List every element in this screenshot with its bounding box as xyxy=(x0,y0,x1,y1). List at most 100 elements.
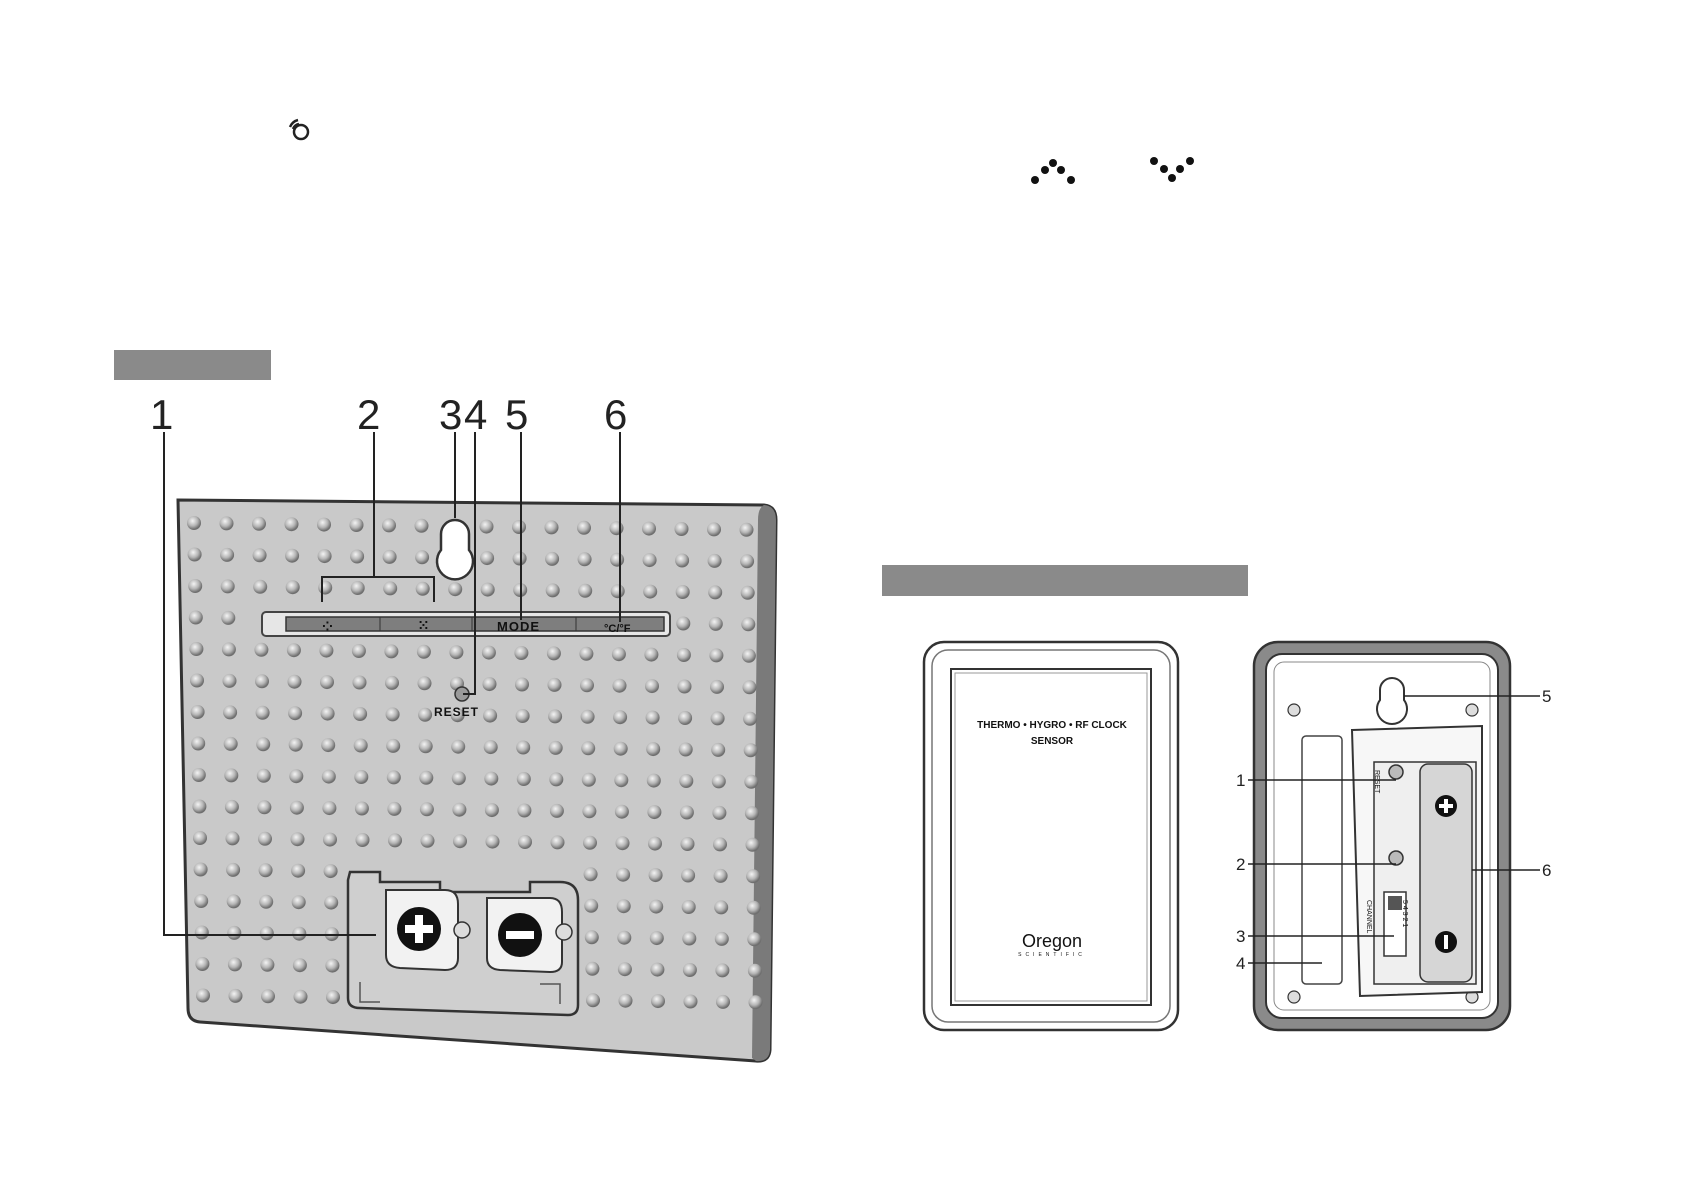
surface-dimple xyxy=(452,802,467,817)
surface-dimple xyxy=(256,737,271,752)
battery-cap-minus xyxy=(486,897,573,974)
surface-dimple xyxy=(418,707,433,722)
surface-dimple xyxy=(258,831,272,846)
surface-dimple xyxy=(352,675,367,690)
surface-dimple xyxy=(416,644,431,659)
main-unit-drawing: ⁘ ⁙ MODE °C/°F RESET xyxy=(163,432,778,1063)
surface-dimple xyxy=(584,930,599,945)
surface-dimple xyxy=(481,645,496,660)
surface-dimple xyxy=(219,516,234,531)
surface-dimple xyxy=(616,867,631,882)
surface-dimple xyxy=(193,831,207,845)
surface-dimple xyxy=(453,834,467,849)
surface-dimple xyxy=(321,769,336,784)
surface-dimple xyxy=(677,679,692,694)
surface-dimple xyxy=(678,742,693,757)
surface-dimple xyxy=(748,995,763,1010)
surface-dimple xyxy=(260,957,275,972)
surface-dimple xyxy=(746,869,761,884)
surface-dimple xyxy=(292,958,307,973)
surface-dimple xyxy=(353,738,368,753)
surface-dimple xyxy=(450,708,465,723)
surface-dimple xyxy=(615,836,630,851)
surface-dimple xyxy=(256,768,271,783)
surface-dimple xyxy=(289,800,304,815)
surface-dimple xyxy=(517,803,532,818)
surface-dimple xyxy=(747,932,762,947)
down-arrow-dots-icon xyxy=(1150,157,1194,182)
surface-dimple xyxy=(285,580,300,595)
surface-dimple xyxy=(190,705,205,719)
surface-dimple xyxy=(611,647,626,662)
surface-dimple xyxy=(740,554,755,569)
brand-logo: Oregon xyxy=(1021,931,1083,951)
surface-dimple xyxy=(480,551,495,566)
surface-dimple xyxy=(191,736,206,751)
surface-dimple xyxy=(544,520,559,535)
surface-dimple xyxy=(419,802,434,817)
surface-dimple xyxy=(385,707,400,722)
surface-dimple xyxy=(708,616,723,631)
surface-dimple xyxy=(548,709,563,724)
surface-dimple xyxy=(193,862,208,877)
surface-dimple xyxy=(192,799,207,814)
surface-dimple xyxy=(289,769,304,784)
hanging-hole xyxy=(435,518,475,581)
surface-dimple xyxy=(386,770,401,785)
surface-dimple xyxy=(354,801,369,816)
surface-dimple xyxy=(323,864,338,879)
surface-dimple xyxy=(675,585,690,599)
surface-dimple xyxy=(191,768,206,782)
surface-dimple xyxy=(288,737,303,752)
surface-dimple xyxy=(482,677,497,692)
surface-dimple xyxy=(259,926,274,941)
sensor-front-drawing xyxy=(922,640,1180,1032)
surface-dimple xyxy=(711,742,726,757)
surface-dimple xyxy=(448,582,463,597)
surface-dimple xyxy=(714,931,729,946)
surface-dimple xyxy=(714,900,729,915)
surface-dimple xyxy=(745,837,760,852)
surface-dimple xyxy=(648,868,663,883)
surface-dimple xyxy=(645,710,660,725)
surface-dimple xyxy=(610,552,625,567)
surface-dimple xyxy=(739,522,754,537)
surface-dimple xyxy=(740,585,755,600)
surface-dimple xyxy=(261,989,275,1004)
surface-dimple xyxy=(189,642,204,656)
signal-reception-icon xyxy=(288,118,310,141)
surface-dimple xyxy=(355,833,370,847)
surface-dimple xyxy=(483,708,498,723)
surface-dimple xyxy=(224,799,239,814)
surface-dimple xyxy=(292,926,307,941)
surface-dimple xyxy=(516,740,531,755)
surface-dimple xyxy=(545,583,560,598)
surface-dimple xyxy=(291,895,306,910)
surface-dimple xyxy=(516,772,531,786)
surface-dimple xyxy=(319,643,334,658)
surface-dimple xyxy=(252,548,267,563)
surface-dimple xyxy=(317,517,331,532)
surface-dimple xyxy=(224,768,239,783)
surface-dimple xyxy=(614,773,629,788)
surface-dimple xyxy=(480,582,495,597)
callout-number: 1 xyxy=(150,391,174,438)
sensor-callout-lines xyxy=(1248,695,1540,964)
surface-dimple xyxy=(190,673,204,688)
surface-dimple xyxy=(258,863,273,878)
surface-dimple xyxy=(484,803,499,818)
surface-dimple xyxy=(221,642,236,657)
surface-dimple xyxy=(679,774,694,788)
surface-dimple xyxy=(547,677,562,692)
reset-label: RESET xyxy=(434,705,479,719)
surface-dimple xyxy=(675,553,690,568)
callout-number: 4 xyxy=(1236,954,1246,973)
surface-dimple xyxy=(713,868,728,883)
surface-dimple xyxy=(741,617,756,632)
surface-dimple xyxy=(514,646,529,660)
surface-dimple xyxy=(682,931,697,946)
surface-dimple xyxy=(646,773,661,788)
surface-dimple xyxy=(323,832,337,847)
surface-dimple xyxy=(642,521,656,536)
surface-dimple xyxy=(512,551,527,566)
